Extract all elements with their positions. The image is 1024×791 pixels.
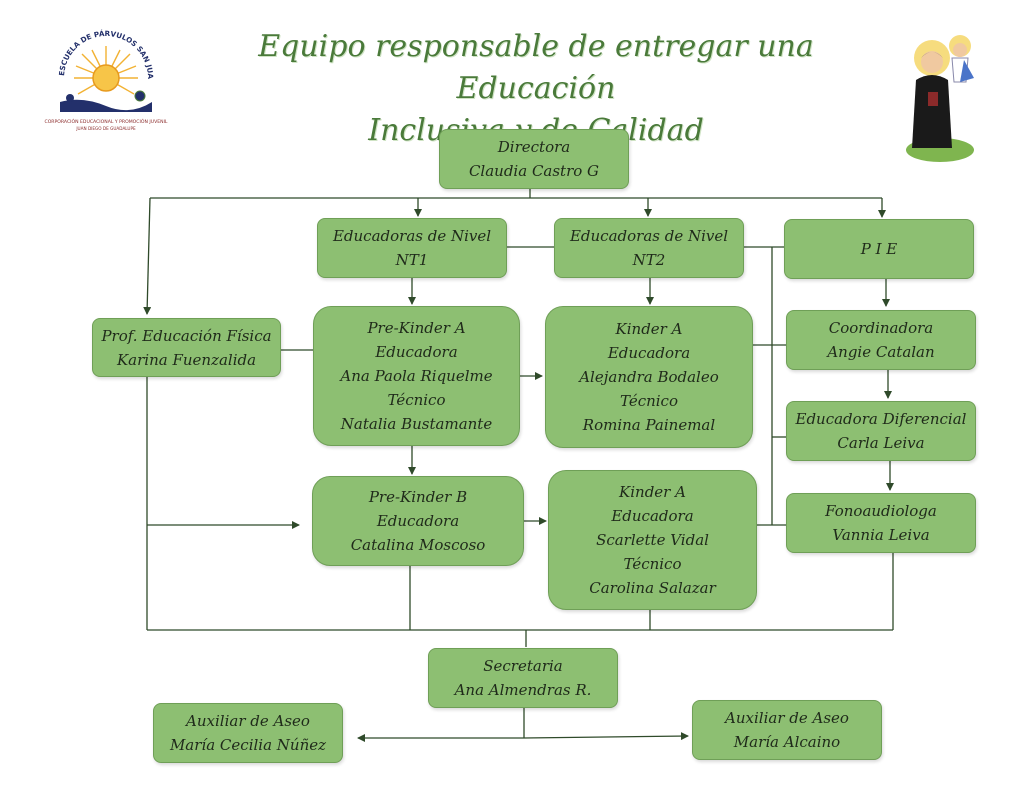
node-text-line: Técnico xyxy=(387,391,446,409)
node-text-line: Angie Catalan xyxy=(827,343,935,361)
node-text-line: P I E xyxy=(860,240,898,258)
node-text-line: Alejandra Bodaleo xyxy=(579,368,719,386)
node-text-line: Auxiliar de Aseo xyxy=(186,712,310,730)
logo-caption-1: CORPORACIÓN EDUCACIONAL Y PROMOCIÓN JUVE… xyxy=(44,118,167,125)
school-logo: ESCUELA DE PÁRVULOS SAN JUAN LEONARDI CO… xyxy=(42,26,168,131)
node-text-line: María Cecilia Núñez xyxy=(169,736,327,754)
node-text-line: Kinder A xyxy=(615,320,683,338)
node-text-line: Kinder A xyxy=(619,483,686,501)
node-text-line: Ana Paola Riquelme xyxy=(340,367,493,385)
node-pie: P I E xyxy=(784,219,974,279)
connector-arrow xyxy=(143,197,152,315)
node-text-line: Educadoras de Nivel xyxy=(332,227,492,245)
node-text-line: Ana Almendras R. xyxy=(454,681,592,699)
node-text-line: Educadora xyxy=(611,507,694,525)
logo-caption-2: JUAN DIEGO DE GUADALUPE xyxy=(75,126,136,131)
node-text-line: Educadora xyxy=(375,343,458,361)
node-text-line: Directora xyxy=(497,138,571,156)
node-text-line: Educadoras de Nivel xyxy=(569,227,729,245)
node-text-line: Catalina Moscoso xyxy=(350,536,486,554)
node-text-line: Prof. Educación Física xyxy=(101,326,272,345)
node-text-line: Técnico xyxy=(619,392,678,410)
node-text-line: NT2 xyxy=(632,251,666,269)
node-text-line: Claudia Castro G xyxy=(468,162,600,180)
node-text-line: Romina Painemal xyxy=(582,416,716,434)
node-text-line: Carolina Salazar xyxy=(589,579,716,597)
node-text-line: Scarlette Vidal xyxy=(596,531,709,549)
node-text-line: Técnico xyxy=(623,555,682,573)
node-text-line: Coordinadora xyxy=(828,319,934,337)
node-text-line: Karina Fuenzalida xyxy=(116,350,257,369)
node-text-line: María Alcaino xyxy=(733,733,841,751)
node-text-line: Pre-Kinder A xyxy=(367,319,466,337)
node-text-line: Vannia Leiva xyxy=(832,526,930,544)
node-text-line: Pre-Kinder B xyxy=(368,488,468,506)
node-text-line: Natalia Bustamante xyxy=(340,415,493,433)
node-text-line: NT1 xyxy=(395,251,429,269)
node-text-line: Educadora xyxy=(607,344,691,362)
node-text-line: Educadora xyxy=(376,512,460,530)
node-text-line: Secretaria xyxy=(483,657,563,675)
node-text-line: Carla Leiva xyxy=(837,434,925,452)
node-text-line: Auxiliar de Aseo xyxy=(725,709,849,727)
node-text-line: Educadora Diferencial xyxy=(795,410,967,428)
saint-illustration xyxy=(906,35,974,162)
node-text-line: Fonoaudiologa xyxy=(825,502,937,520)
title-line-1: Equipo responsable de entregar una Educa… xyxy=(258,29,814,106)
connector-arrow xyxy=(523,732,689,741)
